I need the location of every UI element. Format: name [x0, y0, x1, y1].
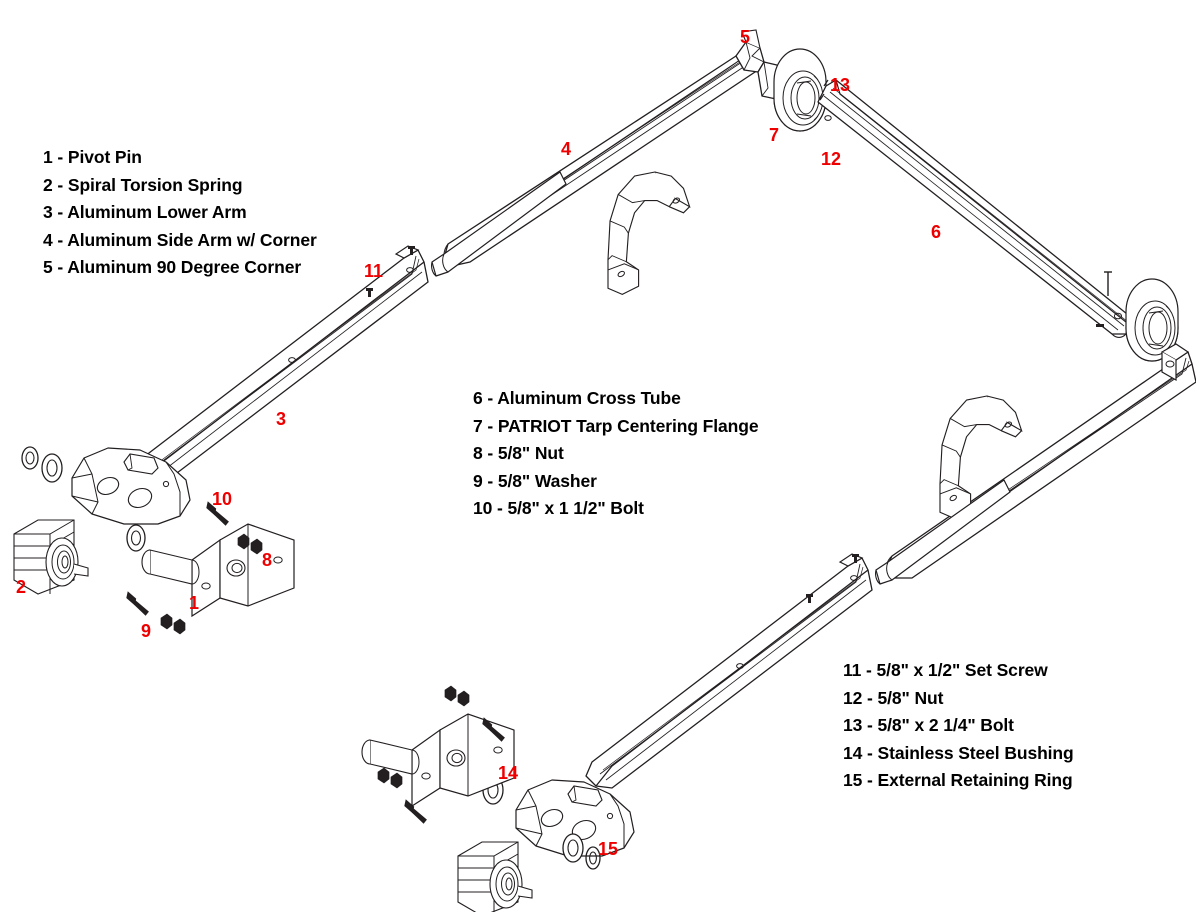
retaining-ring-left — [21, 446, 39, 470]
legend-item: 7 - PATRIOT Tarp Centering Flange — [473, 415, 759, 436]
external-retaining-ring-bottom — [585, 846, 601, 870]
callout-stainless-steel-bushing: 14 — [498, 763, 519, 783]
callout-nut-5-8: 12 — [821, 149, 842, 169]
legend-item: 10 - 5/8" x 1 1/2" Bolt — [473, 498, 644, 518]
legend-item: 14 - Stainless Steel Bushing — [843, 742, 1074, 763]
callout-bolt-5-8-x-1-1-2: 10 — [212, 489, 233, 509]
callout-external-retaining-ring: 15 — [598, 839, 619, 859]
legend-item: 8 - 5/8" Nut — [473, 443, 564, 463]
lower-arm-head-left — [71, 447, 191, 525]
legend-item: 9 - 5/8" Washer — [473, 470, 597, 491]
callout-aluminum-cross-tube: 6 — [931, 222, 942, 242]
callout-washer-5-8: 9 — [141, 621, 152, 641]
aluminum-lower-arm-bottom — [585, 553, 873, 789]
callout-patriot-tarp-centering-flange: 7 — [769, 125, 780, 145]
legend-item: 11 - 5/8" x 1/2" Set Screw — [843, 660, 1048, 680]
callout-spiral-torsion-spring: 2 — [16, 577, 27, 597]
callout-aluminum-side-arm-w-corner: 4 — [561, 139, 572, 159]
callout-aluminum-90-degree-corner: 5 — [740, 27, 751, 47]
callout-pivot-pin: 1 — [189, 593, 200, 613]
legend-item: 1 - Pivot Pin — [43, 147, 142, 167]
legend-item: 3 - Aluminum Lower Arm — [43, 202, 247, 222]
legend-item: 6 - Aluminum Cross Tube — [473, 388, 681, 408]
legend-item: 2 - Spiral Torsion Spring — [43, 174, 243, 195]
aluminum-cross-tube — [817, 79, 1138, 338]
callout-nut-5-8: 8 — [262, 550, 273, 570]
bushing-left — [41, 453, 63, 483]
patriot-tarp-centering-flange-top — [773, 48, 827, 132]
spiral-torsion-spring-bottom — [457, 841, 533, 912]
legend-block-1: 1 - Pivot Pin 2 - Spiral Torsion Spring … — [43, 144, 317, 282]
callout-bolt-5-8-x-2-1-4: 13 — [830, 75, 851, 95]
pivot-pin-plate-left — [141, 523, 295, 617]
legend-item: 13 - 5/8" x 2 1/4" Bolt — [843, 715, 1014, 735]
corner-elbow-upper — [607, 171, 691, 295]
cross-tube-stub-bottom — [875, 479, 1011, 585]
legend-item: 12 - 5/8" Nut — [843, 687, 944, 708]
legend-item: 5 - Aluminum 90 Degree Corner — [43, 257, 302, 277]
legend-block-2: 6 - Aluminum Cross Tube 7 - PATRIOT Tarp… — [473, 385, 759, 523]
aluminum-lower-arm-left — [125, 245, 429, 493]
nut-pair-top-bottom — [444, 685, 470, 707]
callout-set-screw-5-8-x-1-2: 11 — [364, 261, 384, 281]
legend-item: 4 - Aluminum Side Arm w/ Corner — [43, 229, 317, 250]
legend-block-3: 11 - 5/8" x 1/2" Set Screw 12 - 5/8" Nut… — [843, 657, 1074, 795]
callout-aluminum-lower-arm: 3 — [276, 409, 287, 429]
washer-left-mid — [126, 524, 146, 552]
legend-item: 15 - External Retaining Ring — [843, 770, 1073, 790]
bolt-9-left — [123, 591, 152, 616]
washer-bottom — [562, 833, 584, 863]
cross-tube-stub-left — [431, 171, 567, 277]
nut-9-left — [160, 613, 186, 635]
